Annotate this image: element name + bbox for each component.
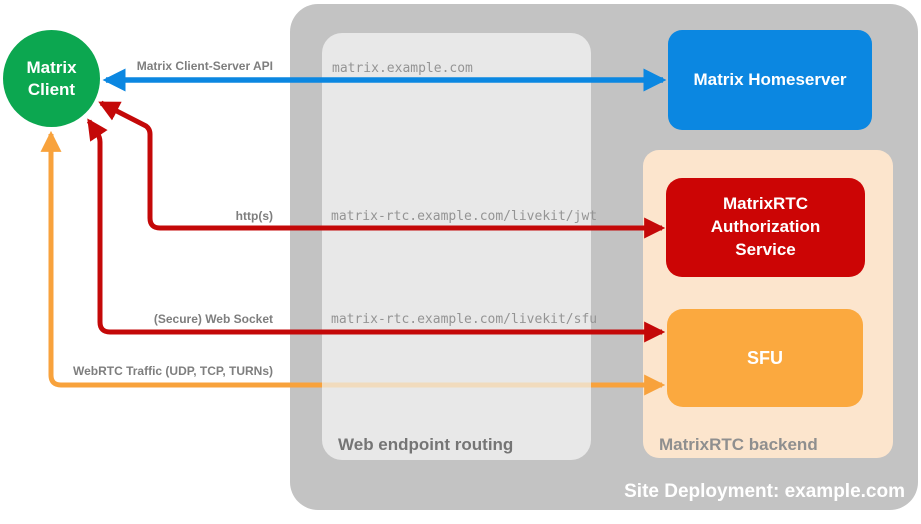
sfu-node: SFU	[667, 309, 863, 407]
matrix-homeserver-node: Matrix Homeserver	[668, 30, 872, 130]
endpoint-matrix-example-com: matrix.example.com	[332, 61, 473, 76]
endpoint-livekit-sfu: matrix-rtc.example.com/livekit/sfu	[331, 312, 598, 327]
label-https: http(s)	[235, 209, 273, 223]
site-deployment-title: Site Deployment: example.com	[624, 481, 905, 502]
label-webrtc-traffic: WebRTC Traffic (UDP, TCP, TURNs)	[72, 364, 273, 378]
matrix-homeserver-label: Matrix Homeserver	[693, 69, 847, 89]
auth-service-label: MatrixRTC Authorization Service	[710, 194, 821, 259]
web-endpoint-routing-box	[322, 33, 591, 460]
label-secure-web-socket: (Secure) Web Socket	[153, 312, 273, 326]
matrixrtc-authorization-service-node: MatrixRTC Authorization Service	[666, 178, 865, 277]
sfu-label: SFU	[747, 347, 783, 368]
web-endpoint-routing-title: Web endpoint routing	[338, 435, 514, 454]
matrixrtc-backend-title: MatrixRTC backend	[659, 435, 818, 454]
matrix-client-node: Matrix Client	[3, 30, 100, 127]
matrix-client-label: Matrix Client	[26, 58, 77, 99]
endpoint-livekit-jwt: matrix-rtc.example.com/livekit/jwt	[331, 209, 598, 224]
label-client-server-api: Matrix Client-Server API	[136, 59, 273, 73]
